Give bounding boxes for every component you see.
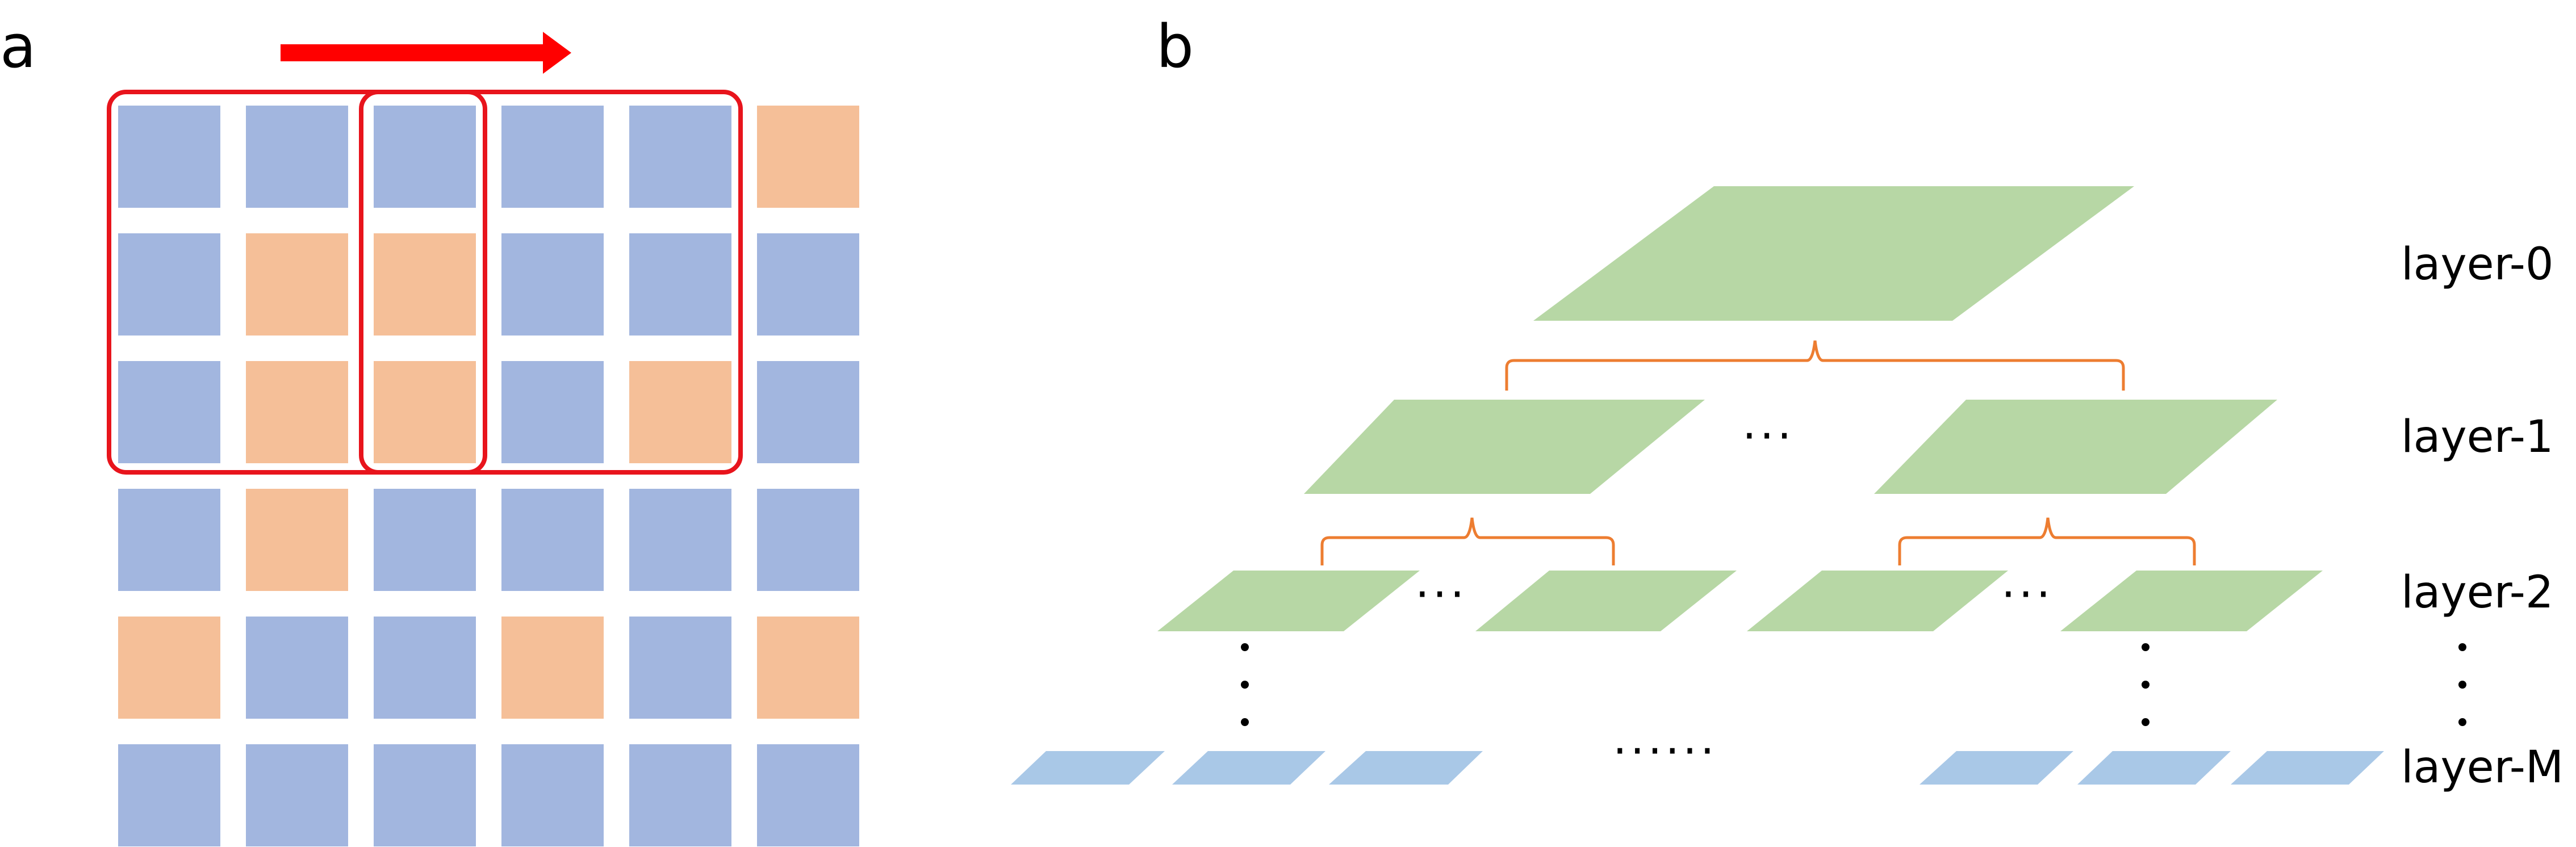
panel-b: b ··· ··· ···: [1011, 12, 2564, 793]
grid-cell-blue: [374, 106, 476, 208]
layer-M-plane-5: [2077, 751, 2231, 785]
panel-a: a: [0, 12, 859, 846]
grid-cell-blue: [757, 489, 859, 591]
layer-0-plane: [1533, 186, 2134, 321]
arrow-head: [543, 32, 571, 74]
grid-cell-orange: [757, 617, 859, 719]
grid-cell-orange: [374, 361, 476, 463]
grid-cell-blue: [246, 744, 348, 846]
layer-2-plane-2: [1475, 571, 1737, 631]
grid-cell-blue: [757, 361, 859, 463]
grid-cell-blue: [246, 106, 348, 208]
layer-2-ellipsis-left: ···: [1415, 569, 1467, 620]
layer-2-label: layer-2: [2401, 567, 2553, 618]
grid-cell-orange: [374, 233, 476, 336]
layer-1-plane-right: [1874, 400, 2277, 494]
layer-M-ellipsis: ······: [1613, 726, 1718, 777]
grid-cell-blue: [118, 489, 220, 591]
grid-cell-blue: [629, 744, 731, 846]
brace-layer1-to-layer2-right: [1898, 517, 2196, 565]
layer-0-label: layer-0: [2401, 239, 2553, 290]
grid-cell-orange: [246, 361, 348, 463]
grid-cell-orange: [118, 617, 220, 719]
layer-M-plane-2: [1172, 751, 1325, 785]
vertical-ellipsis-label: [2458, 643, 2466, 726]
grid-cell-blue: [629, 233, 731, 336]
grid-cell-blue: [118, 233, 220, 336]
grid-cell-blue: [374, 744, 476, 846]
grid-cell-blue: [501, 489, 604, 591]
grid-cell-orange: [246, 233, 348, 336]
layer-2-ellipsis-right: ···: [2001, 569, 2054, 620]
arrow-shaft: [281, 44, 553, 61]
grid-cell-blue: [501, 744, 604, 846]
grid-cell-blue: [118, 744, 220, 846]
layer-M-plane-6: [2231, 751, 2384, 785]
grid-cell-orange: [501, 617, 604, 719]
layer-1-label: layer-1: [2401, 412, 2553, 463]
panel-a-letter: a: [0, 12, 36, 81]
slide-direction-arrow: [281, 32, 571, 74]
grid-cell-blue: [501, 361, 604, 463]
layer-M-plane-3: [1329, 751, 1483, 785]
grid-cell-orange: [246, 489, 348, 591]
grid-cell-blue: [501, 233, 604, 336]
sliding-window-inner: [359, 90, 487, 475]
layer-2-plane-1: [1157, 571, 1420, 631]
grid-cell-blue: [374, 617, 476, 719]
grid-cell-orange: [757, 106, 859, 208]
brace-layer0-to-layer1: [1505, 340, 2125, 391]
layer-2-plane-3: [1747, 571, 2008, 631]
grid-cell-blue: [629, 106, 731, 208]
layer-M-plane-1: [1011, 751, 1165, 785]
grid-cell-blue: [118, 106, 220, 208]
layer-M-label: layer-M: [2401, 742, 2564, 793]
grid-cell-orange: [629, 361, 731, 463]
cell-grid: [118, 106, 859, 846]
grid-cell-blue: [246, 617, 348, 719]
grid-cell-blue: [629, 489, 731, 591]
grid-cell-blue: [757, 233, 859, 336]
vertical-ellipsis-middle: [2142, 643, 2150, 726]
vertical-ellipsis-left: [1241, 643, 1249, 726]
grid-cell-blue: [629, 617, 731, 719]
grid-cell-blue: [501, 106, 604, 208]
panel-b-letter: b: [1156, 12, 1194, 81]
grid-cell-blue: [374, 489, 476, 591]
layer-1-plane-left: [1304, 400, 1705, 494]
grid-cell-blue: [118, 361, 220, 463]
layer-2-plane-4: [2060, 571, 2323, 631]
brace-layer1-to-layer2-left: [1320, 517, 1615, 565]
grid-cell-blue: [757, 744, 859, 846]
layer-1-ellipsis: ···: [1742, 411, 1795, 462]
layer-M-plane-4: [1920, 751, 2073, 785]
